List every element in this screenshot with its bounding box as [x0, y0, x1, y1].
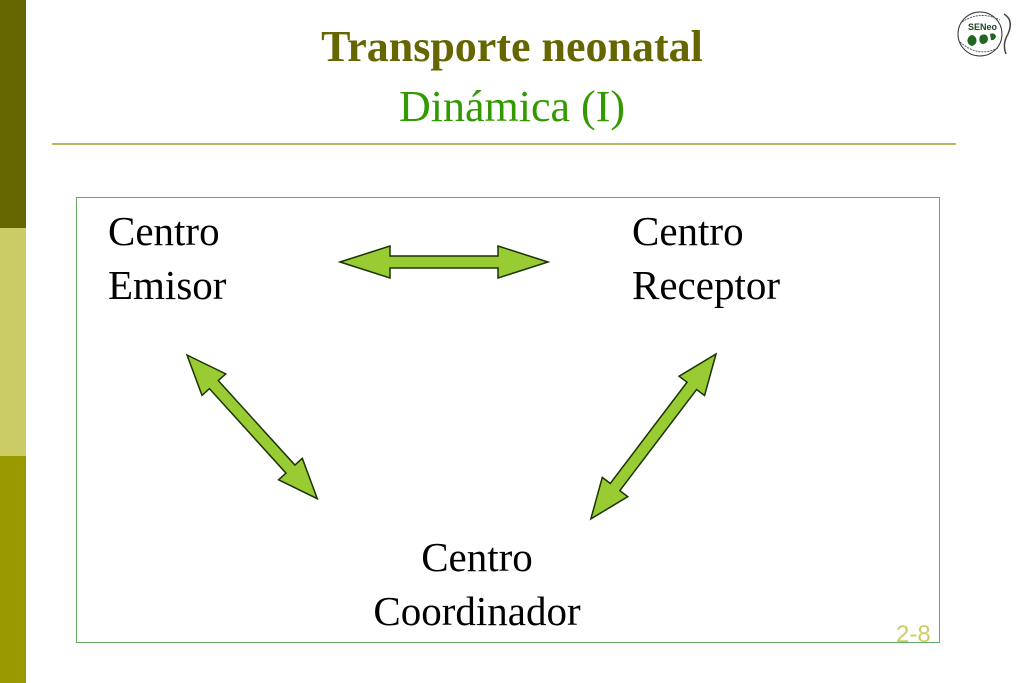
node-centro-emisor: Centro Emisor	[108, 204, 226, 312]
diagram-frame	[76, 197, 940, 643]
sidebar-block-top	[0, 0, 26, 228]
decorative-sidebar	[0, 0, 26, 683]
arrow-emisor-coordinador	[185, 353, 319, 501]
node-coordinador-line2: Coordinador	[373, 588, 581, 634]
node-centro-coordinador: Centro Coordinador	[346, 530, 608, 638]
arrow-emisor-receptor	[337, 244, 551, 280]
node-receptor-line1: Centro	[632, 208, 744, 254]
slide-title: Transporte neonatal	[321, 22, 703, 71]
node-emisor-line1: Centro	[108, 208, 220, 254]
slide-number: 2-8	[896, 621, 931, 648]
svg-text:SENeo: SENeo	[968, 22, 998, 32]
node-emisor-line2: Emisor	[108, 262, 227, 308]
seneo-logo: SENeo	[957, 11, 1011, 57]
node-centro-receptor: Centro Receptor	[632, 204, 780, 312]
node-receptor-line2: Receptor	[632, 262, 780, 308]
sidebar-block-middle	[0, 228, 26, 456]
node-coordinador-line1: Centro	[421, 534, 533, 580]
sidebar-block-bottom	[0, 456, 26, 683]
title-divider	[52, 143, 956, 145]
slide-subtitle: Dinámica (I)	[399, 82, 625, 131]
arrow-receptor-coordinador	[589, 352, 718, 521]
